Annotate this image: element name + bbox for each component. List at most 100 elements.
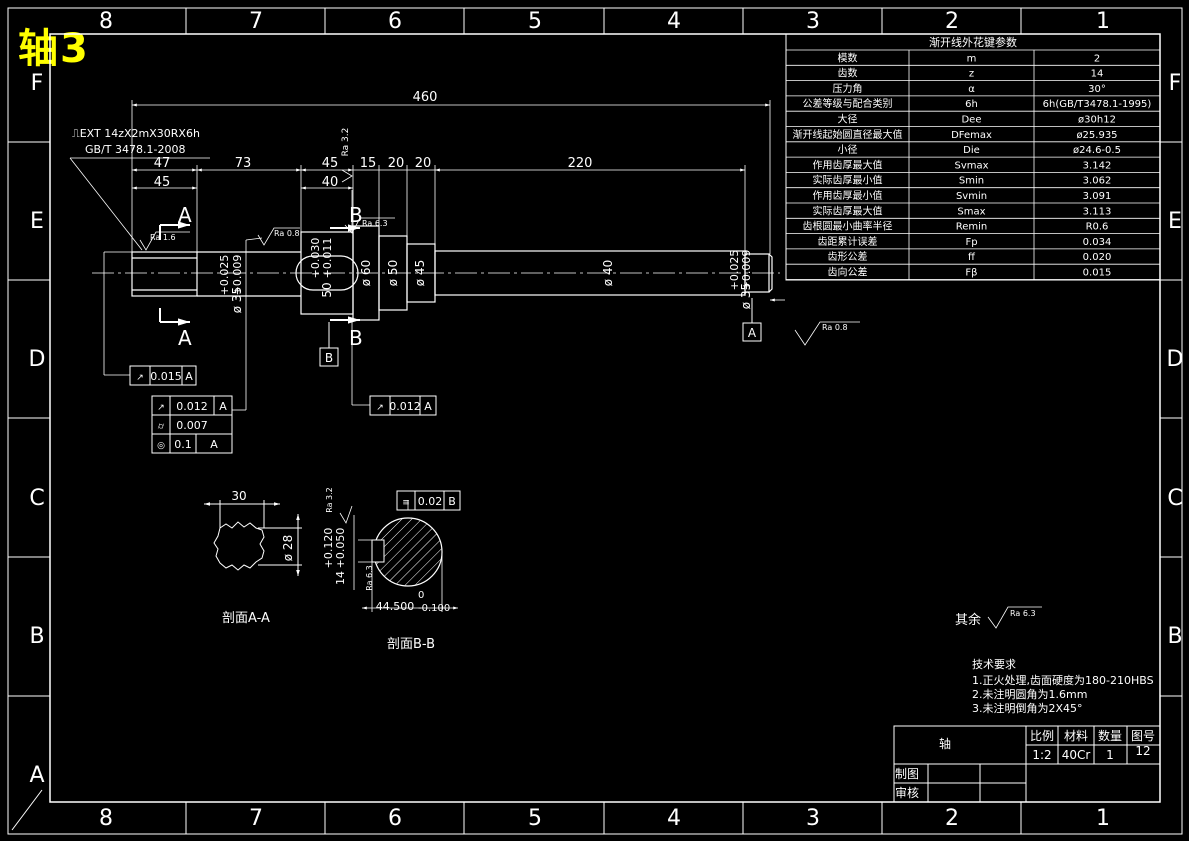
spline-param-symbol: 6h	[965, 99, 978, 110]
dim-20b: 20	[415, 156, 432, 171]
spline-param-symbol: DFemax	[951, 130, 992, 141]
section-aa-title: 剖面A-A	[222, 611, 270, 626]
row-label-right: E	[1168, 209, 1182, 234]
rotated-diameters: +0.025 +0.009 ø 35 +0.030 +0.011 50 ø 60…	[218, 128, 753, 314]
spline-param-value: ø24.6-0.5	[1073, 145, 1121, 156]
tech-req-title: 技术要求	[972, 658, 1016, 671]
spline-param-name: 齿数	[838, 67, 858, 80]
spline-param-symbol: Die	[963, 145, 980, 156]
title-block: 轴 比例 材料 数量 图号 1:2 40Cr 1 12 制图 审核	[893, 725, 1161, 803]
spline-param-name: 齿向公差	[828, 266, 868, 279]
section-bb-tol-bottom: +0.050	[334, 528, 347, 569]
section-bb-tol-top: +0.120	[322, 528, 335, 569]
gdt-key-ref: A	[424, 400, 432, 413]
gdt-sym-val: 0.02	[418, 495, 443, 508]
gdt-spline-val: 0.015	[150, 370, 182, 383]
row-label-left: F	[31, 71, 44, 96]
section-bb-width: 14	[334, 571, 347, 585]
gdt-spline-ref: A	[185, 370, 193, 383]
spline-param-name: 作用齿厚最小值	[813, 189, 883, 202]
tol-right-top: +0.025	[728, 250, 741, 291]
spline-param-value: ø25.935	[1076, 130, 1117, 141]
dim-15: 15	[360, 156, 377, 171]
drawing-frame	[7, 7, 1183, 835]
spline-param-value: 6h(GB/T3478.1-1995)	[1043, 99, 1152, 110]
spline-param-symbol: α	[968, 84, 975, 95]
col-label-bottom: 5	[528, 806, 542, 831]
section-aa-width: 30	[231, 489, 246, 503]
col-label-bottom: 4	[667, 806, 681, 831]
col-label-top: 4	[667, 9, 681, 34]
spline-callout: ⎍EXT 14zX2mX30RX6h GB/T 3478.1-2008	[72, 127, 200, 156]
roughness-labels: Ra 1.6 Ra 0.8 Ra 6.3 Ra 0.8	[150, 219, 848, 332]
other-roughness-ra: Ra 6.3	[1010, 609, 1036, 618]
tech-req-item: 1.正火处理,齿面硬度为180-210HBS	[972, 673, 1154, 687]
spline-param-value: 0.020	[1083, 252, 1112, 263]
tech-req-item: 3.未注明倒角为2X45°	[972, 701, 1083, 715]
col-label-top: 8	[99, 9, 113, 34]
gdt-left-ref-2: A	[210, 438, 218, 451]
title-qty: 1	[1106, 748, 1114, 762]
symmetry-icon: ≡	[402, 498, 410, 508]
col-label-bottom: 8	[99, 806, 113, 831]
ra-0-8-right: Ra 0.8	[822, 323, 848, 332]
spline-param-value: 2	[1094, 53, 1100, 64]
spline-param-name: 大径	[838, 113, 858, 126]
row-label-right: C	[1167, 486, 1182, 511]
ra-3-2: Ra 3.2	[341, 128, 351, 157]
section-b-top: B	[349, 203, 363, 227]
other-roughness: 其余 Ra 6.3	[955, 606, 1042, 629]
section-bb-depth: 44.500	[376, 600, 415, 613]
col-label-top: 2	[945, 9, 959, 34]
title-material-label: 材料	[1064, 729, 1088, 743]
spline-table-title: 渐开线外花键参数	[929, 35, 1017, 49]
row-label-left: E	[30, 209, 44, 234]
title-drawing-no: 12	[1135, 744, 1150, 758]
title-scale-label: 比例	[1030, 729, 1054, 743]
section-bb-ra63: Ra 6.3	[365, 565, 374, 591]
ra-6-3: Ra 6.3	[362, 219, 388, 228]
section-aa: 30 ø 28 剖面A-A	[204, 489, 302, 626]
col-label-bottom: 2	[945, 806, 959, 831]
section-letters: A A B B	[178, 203, 363, 350]
tol-key-bottom: +0.011	[321, 238, 334, 279]
other-roughness-label: 其余	[955, 612, 981, 628]
spline-param-value: 3.142	[1083, 160, 1112, 171]
section-bb-dtol-top: 0	[418, 590, 424, 601]
spline-param-name: 实际齿厚最大值	[813, 204, 883, 217]
dim-45b: 45	[322, 156, 339, 171]
section-b-bottom: B	[349, 326, 363, 350]
gdt-symbols: ↗ ↗ ⌭ ◎ ↗ ≡	[136, 373, 410, 508]
keyway	[295, 255, 359, 291]
spline-callout-line1: ⎍EXT 14zX2mX30RX6h	[72, 127, 200, 140]
row-label-left: C	[29, 486, 44, 511]
section-a-bottom: A	[178, 326, 192, 350]
dim-20a: 20	[388, 156, 405, 171]
gdt-frames	[129, 365, 461, 511]
title-qty-label: 数量	[1098, 728, 1122, 743]
row-label-left: D	[29, 347, 46, 372]
spline-param-value: 3.091	[1083, 191, 1112, 202]
gdt-sym-ref: B	[448, 495, 456, 508]
spline-param-name: 小径	[838, 143, 858, 156]
spline-param-symbol: m	[967, 53, 977, 64]
dia-right: ø 35	[739, 283, 753, 309]
col-label-bottom: 3	[806, 806, 820, 831]
spline-param-symbol: Smin	[959, 176, 984, 187]
col-label-bottom: 6	[388, 806, 402, 831]
tol-right-bottom: +0.009	[740, 250, 753, 291]
col-label-top: 6	[388, 9, 402, 34]
col-label-top: 1	[1096, 9, 1110, 34]
dim-460: 460	[413, 90, 438, 105]
section-bb-ra: Ra 3.2	[325, 487, 334, 513]
spline-param-symbol: ff	[968, 252, 976, 263]
spline-param-name: 压力角	[833, 82, 863, 95]
section-bb-dtol-bottom: -0.100	[418, 603, 450, 614]
dia-40: ø 40	[601, 260, 615, 286]
section-bb-title: 剖面B-B	[387, 637, 435, 652]
spline-param-name: 公差等级与配合类别	[803, 97, 893, 110]
gdt-values: 0.015 A 0.012 A 0.007 0.1 A 0.012 A 0.02…	[150, 370, 456, 508]
section-bb-keyway	[371, 539, 385, 563]
tech-req-item: 2.未注明圆角为1.6mm	[972, 687, 1087, 701]
